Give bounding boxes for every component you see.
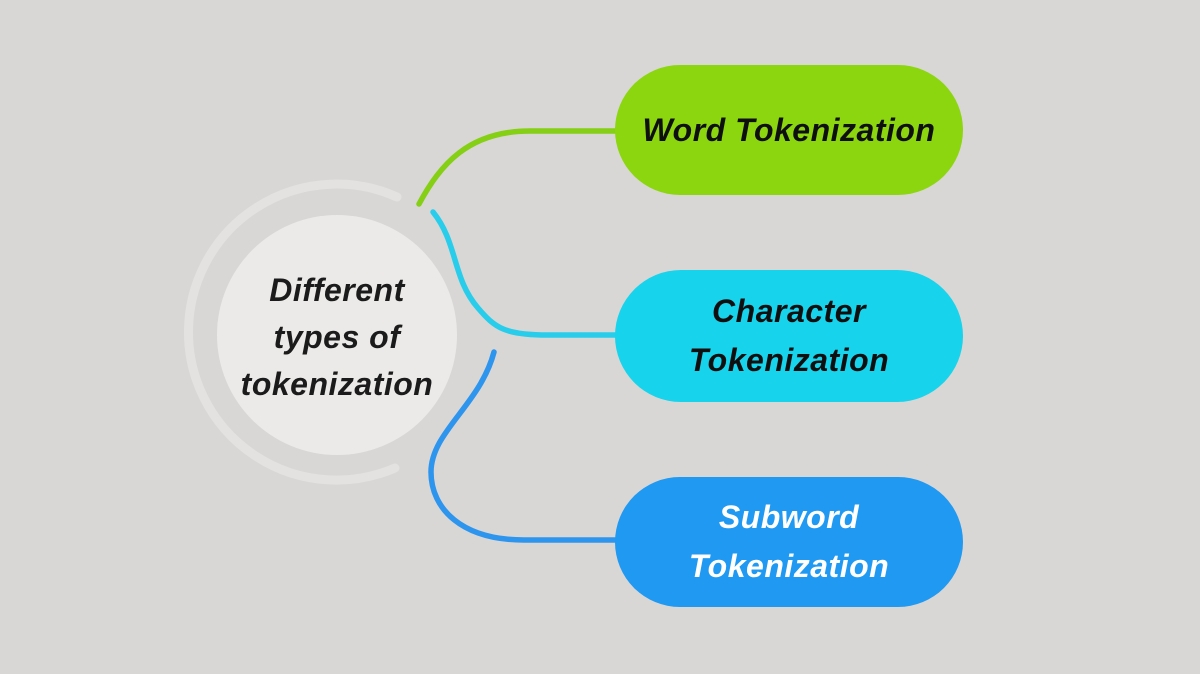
center-label-line-1: Different xyxy=(269,271,405,308)
branch-subword-label-line-2: Tokenization xyxy=(688,548,890,584)
center-label-line-2: types of xyxy=(273,318,401,355)
center-label-line-3: tokenization xyxy=(240,365,434,402)
branch-pill-subword: Subword Tokenization xyxy=(615,477,963,607)
branch-pill-character: Character Tokenization xyxy=(615,270,963,402)
branch-subword-label-line-1: Subword xyxy=(718,499,860,535)
branch-character-label-line-1: Character xyxy=(712,293,866,329)
center-circle xyxy=(217,215,457,455)
branch-pill-word: Word Tokenization xyxy=(615,65,963,195)
branch-character-label-line-2: Tokenization xyxy=(688,342,890,378)
branch-word-label-line-1: Word Tokenization xyxy=(642,111,936,148)
center-node-label: Different types of tokenization xyxy=(157,243,517,431)
connector-subword xyxy=(428,349,625,543)
connector-word xyxy=(416,128,625,207)
center-ring-arc xyxy=(183,179,402,485)
connector-character xyxy=(430,209,625,338)
